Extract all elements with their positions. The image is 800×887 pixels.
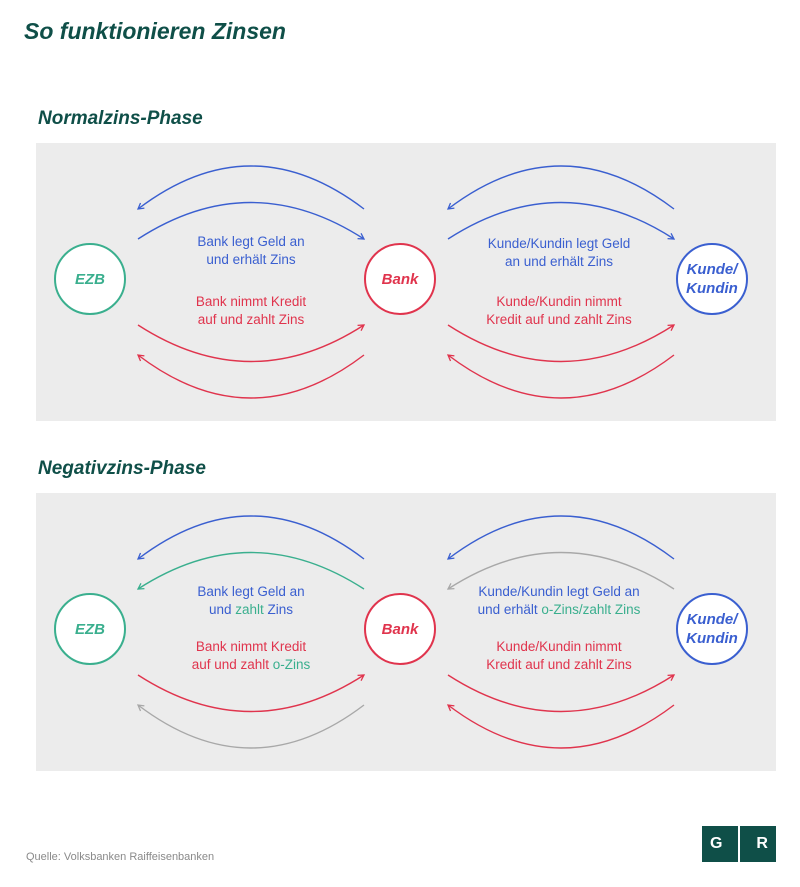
normal-phase-arrows [136, 165, 676, 399]
arrow-bank-to-ezb-bottom [136, 354, 365, 399]
arrow-bank-to-ezb-top [136, 515, 365, 560]
bank-node: Bank [364, 243, 436, 315]
kunde-node: Kunde/ Kundin [676, 593, 748, 665]
arrow-bank-to-ezb-zahlt [136, 551, 365, 590]
negative-phase-panel: EZB Bank Kunde/ Kundin Bank legt Geld an… [36, 493, 776, 771]
kunde-node: Kunde/ Kundin [676, 243, 748, 315]
normal-phase-heading: Normalzins-Phase [38, 108, 203, 129]
normal-right-bottom-label: Kunde/Kundin nimmt Kredit auf und zahlt … [486, 294, 632, 327]
arrow-kunde-to-bank-gray [446, 551, 675, 590]
negative-phase-heading: Negativzins-Phase [38, 458, 206, 479]
logo-letter-r: R [756, 835, 768, 852]
negative-right-top-label: Kunde/Kundin legt Geld an und erhält o-Z… [477, 584, 641, 617]
arrow-bank-to-ezb-gray [136, 704, 365, 749]
ezb-node: EZB [54, 243, 126, 315]
arrow-kunde-to-bank-top [446, 515, 675, 560]
arrow-bank-to-ezb-top [136, 165, 365, 210]
normal-left-bottom-label: Bank nimmt Kredit auf und zahlt Zins [195, 294, 307, 327]
normal-right-top-label: Kunde/Kundin legt Geld an und erhält Zin… [487, 236, 631, 269]
negative-right-bottom-label: Kunde/Kundin nimmt Kredit auf und zahlt … [486, 639, 632, 672]
arrow-ezb-to-bank-top [137, 201, 366, 240]
normal-left-top-label: Bank legt Geld an und erhält Zins [197, 234, 305, 267]
normal-phase-panel: EZB Bank Kunde/ Kundin Bank legt Geld an… [36, 143, 776, 421]
bank-node: Bank [364, 593, 436, 665]
arrow-ezb-to-bank-bottom [137, 674, 366, 713]
arrow-bank-to-kunde-top [447, 201, 676, 240]
arrow-kunde-to-bank-bottom [446, 354, 675, 399]
logo-separator [738, 826, 741, 862]
arrow-kunde-to-bank-top [446, 165, 675, 210]
source-note: Quelle: Volksbanken Raiffeisenbanken [26, 851, 215, 863]
negative-left-top-label: Bank legt Geld an und zahlt Zins [197, 584, 305, 617]
arrow-kunde-to-bank-bottom [446, 704, 675, 749]
logo-letter-g: G [709, 835, 723, 852]
arrow-bank-to-kunde-bottom [447, 674, 676, 713]
gr-logo: G R [702, 826, 776, 862]
ezb-node: EZB [54, 593, 126, 665]
arrow-bank-to-kunde-bottom [447, 324, 676, 363]
negative-phase-arrows [136, 515, 676, 749]
page-title: So funktionieren Zinsen [24, 18, 286, 44]
negative-left-bottom-label: Bank nimmt Kredit auf und zahlt o-Zins [191, 639, 311, 672]
arrow-ezb-to-bank-bottom [137, 324, 366, 363]
